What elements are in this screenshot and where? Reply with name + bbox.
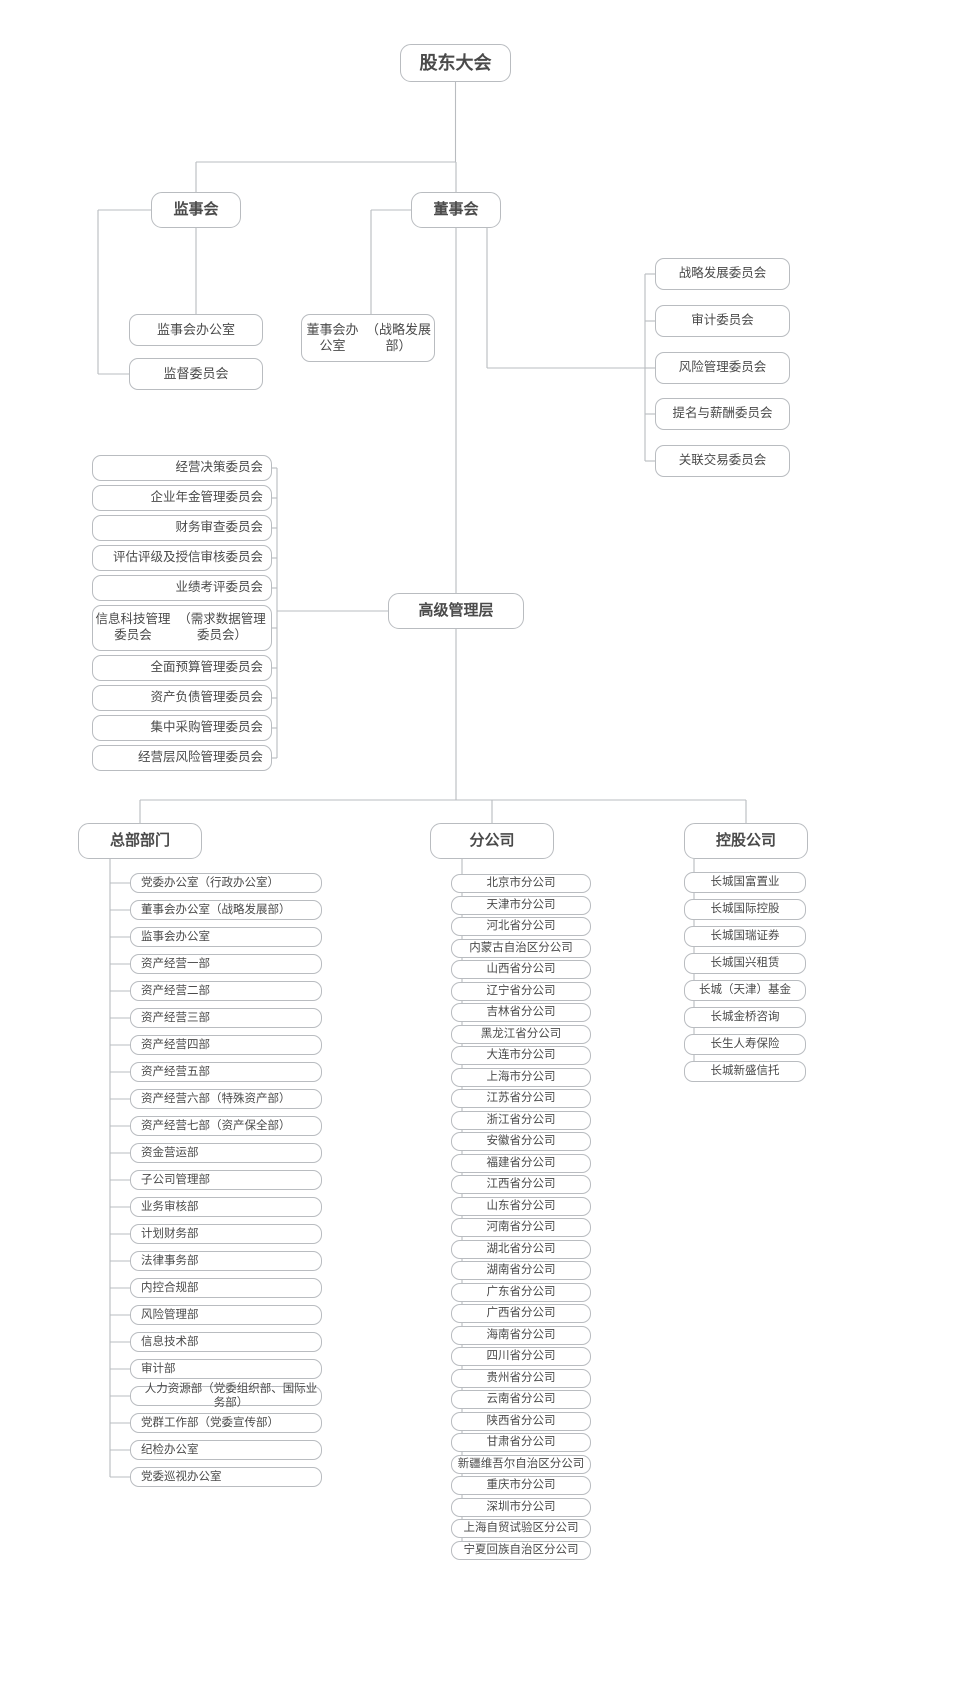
branch-company-item[interactable]: 四川省分公司 <box>451 1347 591 1366</box>
branch-company-item[interactable]: 广东省分公司 <box>451 1282 591 1302</box>
hq-department-item[interactable]: 内控合规部 <box>130 1278 322 1298</box>
branch-company-item[interactable]: 大连市分公司 <box>451 1046 591 1065</box>
node-comprehensive-budget-committee[interactable]: 全面预算管理委员会 <box>92 655 272 681</box>
hq-department-item[interactable]: 审计部 <box>130 1359 322 1379</box>
branch-company-item[interactable]: 山东省分公司 <box>451 1196 591 1216</box>
node-board-of-supervisors[interactable]: 监事会 <box>151 192 241 228</box>
node-label-line: （战略发展部） <box>365 321 431 353</box>
node-supervision-committee[interactable]: 监督委员会 <box>129 358 263 390</box>
hq-department-item[interactable]: 董事会办公室（战略发展部） <box>130 900 322 920</box>
node-board-of-directors[interactable]: 董事会 <box>411 192 501 228</box>
node-label-line: 董事会办公室 <box>306 321 359 353</box>
node-centralized-procurement-committee[interactable]: 集中采购管理委员会 <box>92 715 272 741</box>
branch-company-item[interactable]: 宁夏回族自治区分公司 <box>451 1540 591 1560</box>
hq-department-item[interactable]: 纪检办公室 <box>130 1440 322 1460</box>
branch-company-item[interactable]: 山西省分公司 <box>451 960 591 979</box>
node-supervisors-office[interactable]: 监事会办公室 <box>129 314 263 346</box>
hq-department-item[interactable]: 资产经营五部 <box>130 1062 322 1082</box>
branch-company-item[interactable]: 吉林省分公司 <box>451 1003 591 1022</box>
holding-company-item[interactable]: 长城国瑞证券 <box>684 926 806 947</box>
branch-company-item[interactable]: 海南省分公司 <box>451 1325 591 1345</box>
hq-department-item[interactable]: 法律事务部 <box>130 1251 322 1271</box>
hq-department-item[interactable]: 党群工作部（党委宣传部） <box>130 1413 322 1433</box>
branch-company-item[interactable]: 贵州省分公司 <box>451 1368 591 1388</box>
holding-company-item[interactable]: 长城（天津）基金 <box>684 980 806 1001</box>
node-branch-companies[interactable]: 分公司 <box>430 823 554 859</box>
node-risk-management-committee[interactable]: 风险管理委员会 <box>655 352 790 384</box>
hq-department-item[interactable]: 资金营运部 <box>130 1143 322 1163</box>
node-it-management-committee[interactable]: 信息科技管理委员会（需求数据管理委员会） <box>92 605 272 651</box>
branch-company-item[interactable]: 湖南省分公司 <box>451 1261 591 1280</box>
node-asset-liability-committee[interactable]: 资产负债管理委员会 <box>92 685 272 711</box>
branch-company-item[interactable]: 河北省分公司 <box>451 917 591 936</box>
branch-company-item[interactable]: 河南省分公司 <box>451 1218 591 1237</box>
branch-company-item[interactable]: 内蒙古自治区分公司 <box>451 938 591 958</box>
holding-company-item[interactable]: 长城金桥咨询 <box>684 1007 806 1028</box>
branch-company-item[interactable]: 重庆市分公司 <box>451 1476 591 1495</box>
node-operating-decision-committee[interactable]: 经营决策委员会 <box>92 455 272 481</box>
node-performance-appraisal-committee[interactable]: 业绩考评委员会 <box>92 575 272 601</box>
node-audit-committee[interactable]: 审计委员会 <box>655 305 790 337</box>
holding-company-item[interactable]: 长城国际控股 <box>684 899 806 920</box>
branch-company-item[interactable]: 上海自贸试验区分公司 <box>451 1519 591 1538</box>
node-valuation-credit-approval-committee[interactable]: 评估评级及授信审核委员会 <box>92 545 272 571</box>
node-holding-companies[interactable]: 控股公司 <box>684 823 808 859</box>
branch-company-item[interactable]: 辽宁省分公司 <box>451 981 591 1001</box>
hq-department-item[interactable]: 资产经营四部 <box>130 1035 322 1055</box>
hq-department-item[interactable]: 资产经营六部（特殊资产部） <box>130 1089 322 1109</box>
branch-company-item[interactable]: 深圳市分公司 <box>451 1497 591 1517</box>
branch-company-item[interactable]: 新疆维吾尔自治区分公司 <box>451 1454 591 1474</box>
node-headquarters-departments[interactable]: 总部部门 <box>78 823 202 859</box>
hq-department-item[interactable]: 信息技术部 <box>130 1332 322 1352</box>
branch-company-item[interactable]: 浙江省分公司 <box>451 1110 591 1130</box>
branch-company-item[interactable]: 甘肃省分公司 <box>451 1433 591 1452</box>
node-financial-review-committee[interactable]: 财务审查委员会 <box>92 515 272 541</box>
node-strategy-development-committee[interactable]: 战略发展委员会 <box>655 258 790 290</box>
hq-department-item[interactable]: 计划财务部 <box>130 1224 322 1244</box>
hq-department-item[interactable]: 资产经营七部（资产保全部） <box>130 1116 322 1136</box>
branch-company-item[interactable]: 黑龙江省分公司 <box>451 1024 591 1044</box>
branch-company-item[interactable]: 天津市分公司 <box>451 895 591 915</box>
node-board-office[interactable]: 董事会办公室（战略发展部） <box>301 314 435 362</box>
branch-company-item[interactable]: 湖北省分公司 <box>451 1239 591 1259</box>
node-management-risk-committee[interactable]: 经营层风险管理委员会 <box>92 745 272 771</box>
holding-company-item[interactable]: 长城国兴租赁 <box>684 953 806 974</box>
hq-department-item[interactable]: 子公司管理部 <box>130 1170 322 1190</box>
branch-company-item[interactable]: 江苏省分公司 <box>451 1089 591 1108</box>
branch-company-item[interactable]: 云南省分公司 <box>451 1390 591 1409</box>
hq-department-item[interactable]: 资产经营一部 <box>130 954 322 974</box>
branch-company-item[interactable]: 陕西省分公司 <box>451 1411 591 1431</box>
branch-company-item[interactable]: 北京市分公司 <box>451 874 591 893</box>
node-senior-management[interactable]: 高级管理层 <box>388 593 524 629</box>
hq-department-item[interactable]: 资产经营二部 <box>130 981 322 1001</box>
hq-department-item[interactable]: 资产经营三部 <box>130 1008 322 1028</box>
branch-company-item[interactable]: 上海市分公司 <box>451 1067 591 1087</box>
hq-department-item[interactable]: 人力资源部（党委组织部、国际业务部） <box>130 1383 322 1409</box>
hq-department-item[interactable]: 党委巡视办公室 <box>130 1467 322 1487</box>
branch-company-item[interactable]: 福建省分公司 <box>451 1153 591 1173</box>
node-nomination-remuneration-committee[interactable]: 提名与薪酬委员会 <box>655 398 790 430</box>
hq-department-item[interactable]: 风险管理部 <box>130 1305 322 1325</box>
node-label-line: 信息科技管理委员会 <box>95 612 171 642</box>
holding-company-item[interactable]: 长城国富置业 <box>684 872 806 893</box>
node-related-party-transaction-committee[interactable]: 关联交易委员会 <box>655 445 790 477</box>
branch-company-item[interactable]: 广西省分公司 <box>451 1304 591 1323</box>
node-enterprise-annuity-committee[interactable]: 企业年金管理委员会 <box>92 485 272 511</box>
hq-department-item[interactable]: 业务审核部 <box>130 1197 322 1217</box>
hq-department-item[interactable]: 监事会办公室 <box>130 927 322 947</box>
node-shareholders-meeting[interactable]: 股东大会 <box>400 44 511 82</box>
branch-company-item[interactable]: 江西省分公司 <box>451 1175 591 1194</box>
node-label-line: （需求数据管理委员会） <box>178 612 266 642</box>
holding-company-item[interactable]: 长城新盛信托 <box>684 1061 806 1082</box>
branch-company-item[interactable]: 安徽省分公司 <box>451 1132 591 1151</box>
holding-company-item[interactable]: 长生人寿保险 <box>684 1034 806 1055</box>
hq-department-item[interactable]: 党委办公室（行政办公室） <box>130 873 322 893</box>
